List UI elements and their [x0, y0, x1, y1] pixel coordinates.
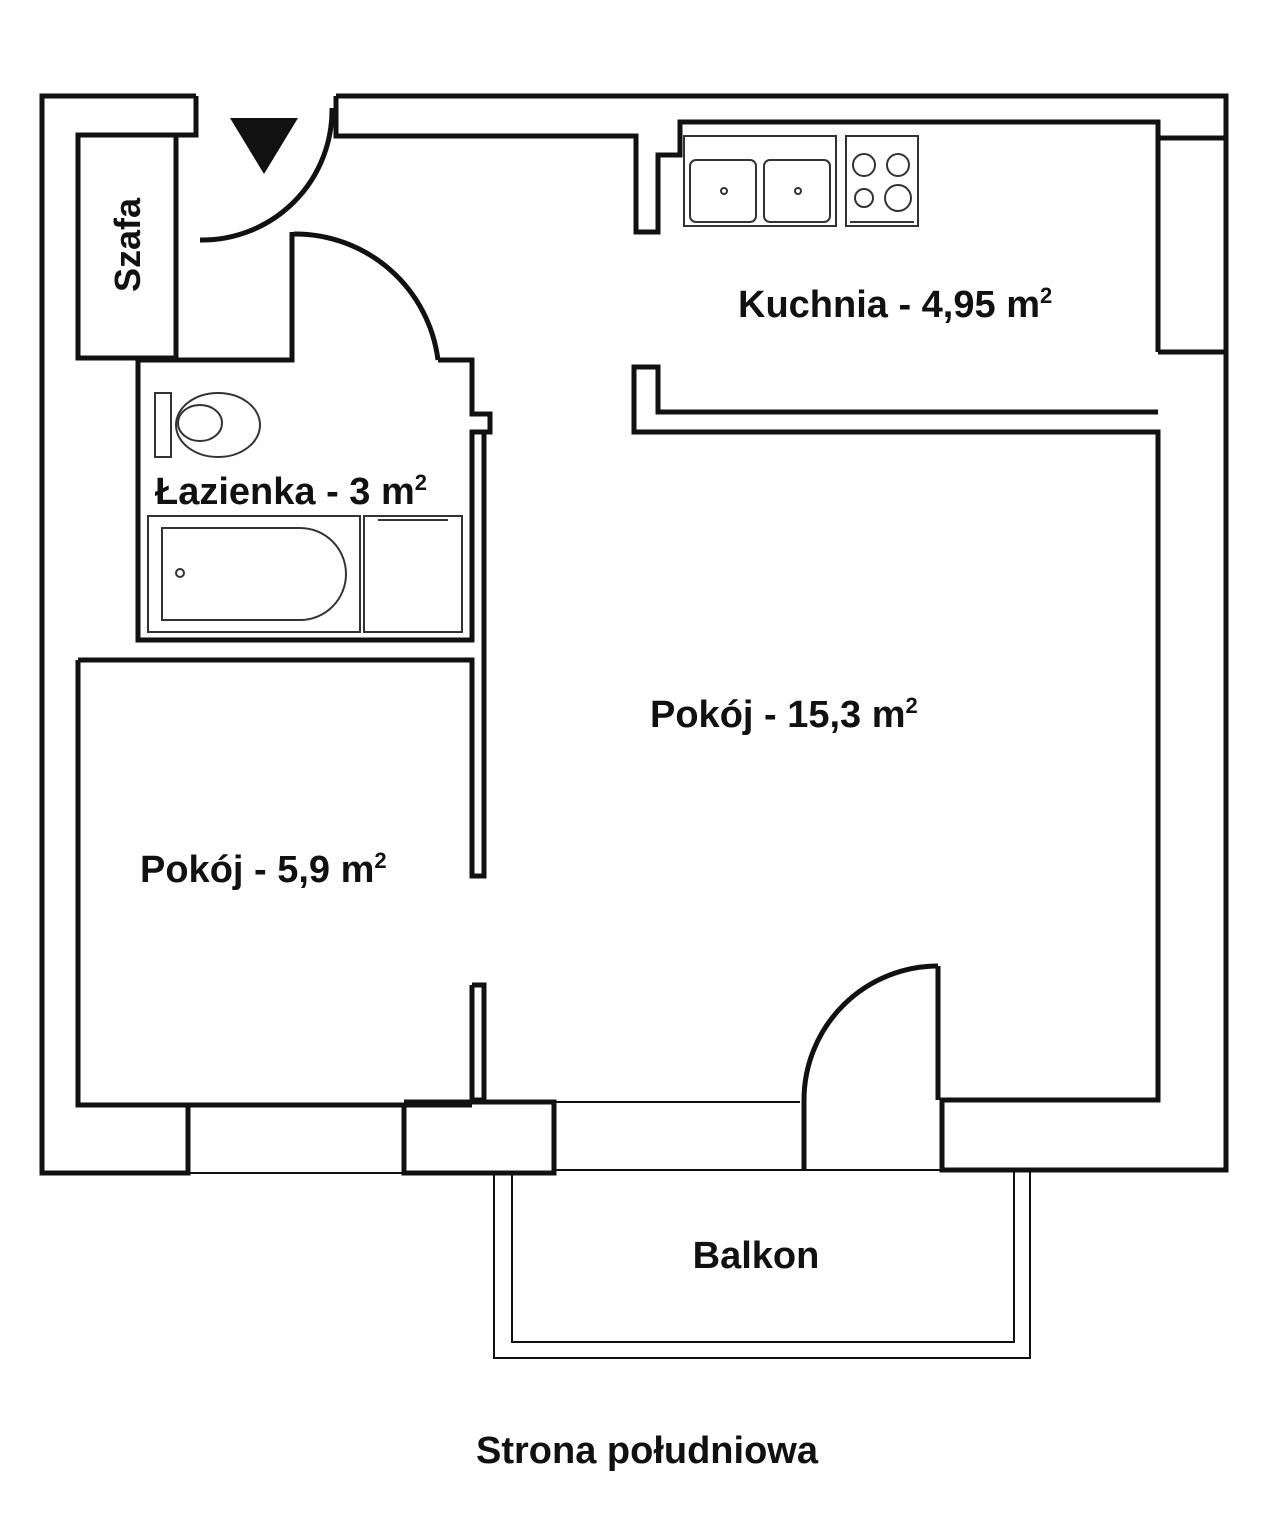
sink-icon	[683, 135, 837, 227]
bathroom-label: Łazienka - 3 m2	[155, 470, 427, 513]
entrance-door-swing	[199, 107, 335, 243]
balcony-label: Balkon	[693, 1235, 820, 1277]
bedroom-label: Pokój - 5,9 m2	[140, 848, 387, 891]
balcony-outline	[493, 1170, 1031, 1359]
bathroom-door-swing	[293, 231, 441, 361]
outer-walls	[39, 93, 1229, 1176]
washbasin-icon	[363, 515, 463, 633]
bathroom-fixtures	[147, 392, 463, 633]
orientation-caption: Strona południowa	[476, 1430, 819, 1472]
kitchen-fixtures	[683, 135, 919, 227]
balcony-door-swing	[801, 963, 939, 1101]
stove-icon	[845, 135, 919, 227]
door-swings	[199, 107, 941, 1170]
entrance-arrow-icon	[230, 118, 298, 174]
wardrobe-label: Szafa	[107, 197, 148, 292]
living-room-label: Pokój - 15,3 m2	[650, 693, 918, 736]
kitchen-label: Kuchnia - 4,95 m2	[738, 283, 1052, 326]
bathtub-icon	[147, 515, 361, 633]
toilet-icon	[154, 392, 261, 458]
interior-walls	[78, 135, 493, 1108]
